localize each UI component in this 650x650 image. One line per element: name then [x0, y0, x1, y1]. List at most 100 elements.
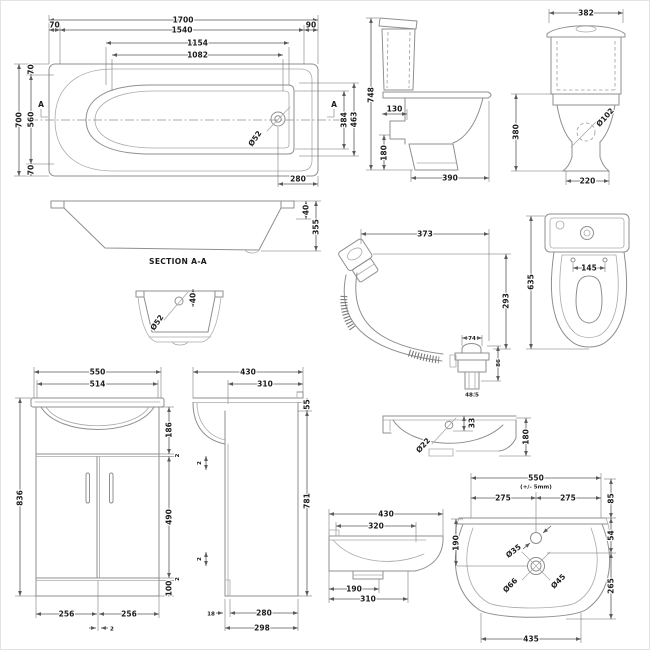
vanity-gap-upper-label: 2	[197, 461, 203, 465]
bath-overall-width-label: 700	[15, 112, 24, 128]
vanity-overall-base-label: 298	[254, 624, 270, 633]
bath-inner-top-label: 1154	[187, 39, 208, 48]
section-title: SECTION A-A	[149, 257, 207, 266]
vanity-basin-height-label: 186	[165, 422, 174, 438]
toilet-outlet-height-label: 180	[380, 145, 389, 161]
basin-bowl-profile	[392, 419, 504, 444]
door-handle-left	[85, 472, 90, 504]
basin-plan-view: 550 (+/- 5mm) 275 275 Ø35 Ø66 Ø45 190 85…	[450, 473, 616, 645]
bath-rim	[54, 68, 313, 172]
bath-end-left-label: 70	[49, 21, 59, 30]
toilet-depth-label: 635	[527, 274, 536, 290]
cross-waste-diameter-label: Ø52	[148, 313, 165, 332]
basin-tolerance-label: (+/- 5mm)	[520, 485, 552, 491]
bath-side-bottom-label: 70	[27, 165, 36, 175]
basin-rim-height-label: 85	[607, 493, 616, 503]
basin-trap-depth-label: 190	[346, 585, 362, 594]
outlet-circle	[576, 122, 596, 142]
bath-rim-width-label: 463	[350, 112, 359, 128]
cistern-lid-side	[378, 17, 418, 30]
basin-base-depth-label: 310	[360, 595, 376, 604]
bath-overall-length-label: 1700	[173, 16, 194, 25]
bath-inner-base-label: 1082	[187, 51, 208, 60]
bath-inner-width-label: 384	[340, 112, 349, 128]
cistern-lid-front	[546, 25, 626, 38]
basin-underside-view: 430 320 190 310	[328, 508, 444, 605]
vanity-depth-label: 430	[240, 368, 256, 377]
basin-bowl-drop-label: 265	[607, 578, 616, 594]
basin-half-left-label: 275	[495, 494, 511, 503]
bath-inner-width-overall-label: 560	[27, 112, 36, 128]
overflow-diameter-label: Ø22	[414, 436, 432, 455]
section-depth-label: 355	[312, 219, 321, 235]
waste-kit-height-label: 293	[502, 293, 511, 309]
pan-rim-front	[552, 93, 620, 106]
toilet-base-depth-label: 390	[442, 174, 458, 183]
bath-plan-view: 1700 70 1540 90 1154 1082 700 70 560 70 …	[13, 15, 360, 187]
section-marker-a-right: A	[331, 100, 337, 109]
cross-rim-to-waste-label: 40	[189, 293, 198, 303]
basin-profile-view: Ø22 33 180	[382, 415, 532, 457]
bath-waste-kit-view: 373 293 74 86 48.5	[338, 229, 512, 399]
overflow-head	[338, 238, 379, 283]
waste-plug-top-label: 74	[468, 336, 476, 342]
door-handle-right	[109, 472, 114, 504]
bath-side-top-label: 70	[27, 64, 36, 74]
hinge-centres-label: 145	[581, 264, 597, 273]
section-rim-height-label: 40	[302, 205, 311, 215]
bath-section-view: 40 355 SECTION A-A	[50, 200, 322, 267]
basin-half-right-label: 275	[560, 494, 576, 503]
bath-waste-body	[449, 343, 490, 390]
bath-bowl-outer	[85, 84, 295, 155]
basin-front-bulge	[414, 535, 444, 572]
vanity-worktop-height-label: 55	[303, 399, 312, 409]
toilet-soil-offset-label: 130	[387, 105, 403, 114]
bath-bowl-inner	[94, 90, 290, 149]
cistern-front	[550, 36, 622, 95]
basin-tap-drop-label: 54	[607, 530, 616, 540]
toilet-front-view: 382 Ø102 380 220	[511, 8, 626, 187]
basin-body-outline	[454, 523, 611, 618]
vanity-basin-width-label: 514	[90, 380, 106, 389]
pan-height-label: 380	[512, 124, 521, 140]
section-marker-a-left: A	[38, 100, 44, 109]
vanity-height-label: 836	[16, 490, 25, 506]
toilet-plan-view: 635 145	[525, 213, 630, 350]
basin-bowl-depth-label: 320	[368, 522, 384, 531]
vanity-basin-overhang	[192, 402, 226, 445]
overflow-offset-label: 33	[468, 418, 477, 428]
vanity-front-view: 550 514 836 186 2 490 2 100 256 256 2	[15, 367, 183, 634]
seat-outline-plan	[550, 251, 628, 348]
overflow-hole	[444, 420, 454, 430]
vanity-door-left-label: 256	[59, 610, 75, 619]
bath-rim-length-label: 1540	[172, 26, 193, 35]
vanity-gap-lower-label: 2	[197, 557, 203, 561]
vanity-door-right-label: 256	[121, 610, 137, 619]
cistern-side	[381, 28, 416, 91]
bath-waste-hole	[270, 111, 286, 127]
vanity-plinth-height-label: 100	[165, 581, 174, 597]
waste-tail-label: 48.5	[465, 392, 479, 398]
bath-end-right-label: 90	[306, 21, 316, 30]
vanity-cabinet-depth-label: 310	[257, 380, 273, 389]
vanity-gap-top-label: 2	[175, 453, 181, 457]
basin-width-label: 550	[528, 474, 544, 483]
vanity-cabinet-height-label: 781	[303, 493, 312, 509]
bath-cross-section-view: Ø52 40	[135, 289, 224, 346]
base-width-label: 220	[580, 177, 596, 186]
vanity-toe-recess-label: 18	[207, 611, 215, 617]
cistern-width-label: 382	[578, 9, 594, 18]
cistern-plan	[544, 213, 630, 253]
toilet-height-label: 748	[367, 87, 376, 103]
waste-kit-width-label: 373	[417, 230, 433, 239]
vanity-width-label: 550	[90, 368, 106, 377]
flush-button	[575, 25, 597, 33]
vanity-side-view: 430 310 2 2 55 781 18 280 298	[192, 367, 313, 634]
tap-hole-diameter-label: Ø35	[504, 542, 523, 559]
basin-waste-drop-label: 190	[452, 535, 461, 551]
vanity-gap-bottom-label: 2	[175, 577, 181, 581]
toilet-seat-side	[382, 91, 492, 99]
vanity-door-height-label: 490	[165, 509, 174, 525]
